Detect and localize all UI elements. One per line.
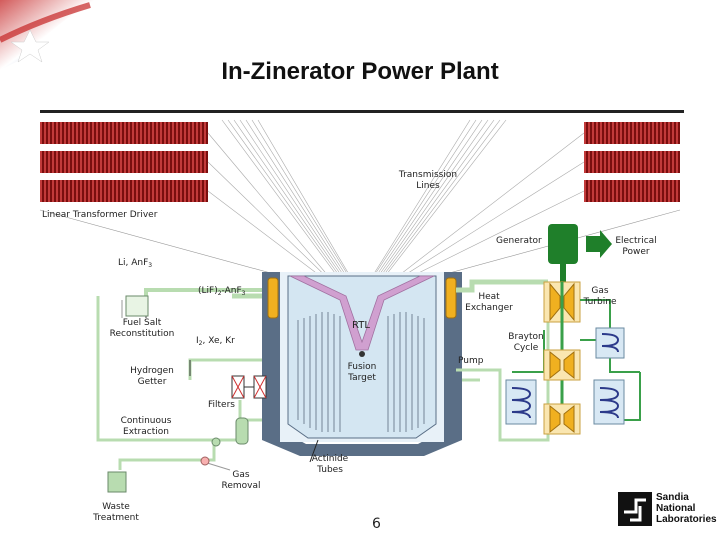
fuel-salt-text-1: Fuel Salt <box>122 318 162 328</box>
sandia-logo <box>618 492 652 526</box>
gas-removal-label: Gas Removal <box>214 470 268 492</box>
brayton-cycle-label: Brayton Cycle <box>502 332 550 354</box>
getter-cylinder <box>235 417 249 445</box>
generator <box>548 224 612 284</box>
filters-label: Filters <box>208 400 235 410</box>
heat-exchanger-text-2: Exchanger <box>465 303 513 313</box>
actinide-tubes-text-1: Actinide <box>311 454 349 464</box>
waste-treatment-label: Waste Treatment <box>86 502 146 524</box>
gas-turbine-label: Gas Turbine <box>576 286 624 308</box>
brayton-text-1: Brayton <box>508 332 544 342</box>
waste-tank <box>107 471 127 493</box>
actinide-pointer <box>309 439 319 463</box>
sandia-text-1: Sandia <box>656 492 689 503</box>
heat-exchanger-label: Heat Exchanger <box>458 292 520 314</box>
actinide-tubes-label: Actinide Tubes <box>306 454 354 476</box>
transmission-lines-text-1: Transmission <box>398 170 458 180</box>
fuel-salt-tank <box>125 295 149 317</box>
continuous-extraction-text-2: Extraction <box>123 427 169 437</box>
lif2-text: (LiF) <box>198 286 218 296</box>
anf3-text: -AnF <box>221 286 242 296</box>
fusion-target-text-2: Target <box>348 373 376 383</box>
valve-icon-2 <box>200 456 210 466</box>
li-anf3-label: Li, AnF3 <box>118 258 152 271</box>
li-anf3-sub: 3 <box>148 262 153 269</box>
reactor-tank <box>262 272 462 456</box>
fuel-salt-reconstitution-label: Fuel Salt Reconstitution <box>104 318 180 340</box>
fuel-salt-text-2: Reconstitution <box>109 329 175 339</box>
filters <box>189 360 267 399</box>
gas-removal-text-1: Gas <box>232 470 250 480</box>
valve-icon <box>211 437 221 447</box>
waste-treatment-text-2: Treatment <box>93 513 139 523</box>
gas-turbine-text-1: Gas <box>591 286 609 296</box>
actinide-tubes-text-2: Tubes <box>317 465 343 475</box>
heat-exchanger-coils <box>505 327 625 425</box>
title-rule <box>40 110 684 113</box>
linear-transformer-driver-bars <box>40 122 680 202</box>
continuous-extraction-text-1: Continuous <box>120 416 172 426</box>
pump-label: Pump <box>458 356 484 366</box>
tank-pumps <box>267 277 457 319</box>
flag-logo <box>0 0 95 70</box>
lif2-sub: 2 <box>217 290 222 297</box>
waste-treatment-text-1: Waste <box>102 502 130 512</box>
hydrogen-getter-text-2: Getter <box>137 377 167 387</box>
continuous-extraction-label: Continuous Extraction <box>114 416 178 438</box>
transmission-lines <box>39 119 681 295</box>
li-anf3-text: Li, AnF <box>118 258 149 268</box>
electrical-power-text-2: Power <box>622 247 650 257</box>
page-number: 6 <box>372 516 381 532</box>
gas-turbine-text-2: Turbine <box>583 297 617 307</box>
rtl-label: RTL <box>352 320 370 331</box>
sandia-text-3: Laboratories <box>656 514 717 525</box>
generator-label: Generator <box>496 236 542 246</box>
hydrogen-getter-label: Hydrogen Getter <box>124 366 180 388</box>
hydrogen-getter-text-1: Hydrogen <box>130 366 174 376</box>
lif2-anf3-label: (LiF)2-AnF3 <box>198 286 245 299</box>
transmission-lines-text-2: Lines <box>416 181 440 191</box>
sandia-text-2: National <box>656 503 696 514</box>
compressor-stages <box>543 349 581 435</box>
i2-xe-kr-label: I2, Xe, Kr <box>196 336 235 349</box>
fusion-target-text-1: Fusion <box>347 362 377 372</box>
heat-exchanger-text-1: Heat <box>478 292 500 302</box>
page-title: In-Zinerator Power Plant <box>221 58 499 85</box>
transmission-lines-label: Transmission Lines <box>390 170 466 192</box>
i2-text: I <box>196 336 199 346</box>
linear-transformer-driver-label: Linear Transformer Driver <box>42 210 158 220</box>
xe-kr-text: , Xe, Kr <box>202 336 235 346</box>
brayton-text-2: Cycle <box>513 343 539 353</box>
anf3-sub: 3 <box>241 290 246 297</box>
gas-removal-text-2: Removal <box>221 481 261 491</box>
electrical-power-text-1: Electrical <box>615 236 657 246</box>
fusion-target-label: Fusion Target <box>340 362 384 384</box>
sandia-logo-text: Sandia National Laboratories <box>656 492 717 525</box>
i2-sub: 2 <box>198 340 203 347</box>
electrical-power-label: Electrical Power <box>608 236 664 258</box>
